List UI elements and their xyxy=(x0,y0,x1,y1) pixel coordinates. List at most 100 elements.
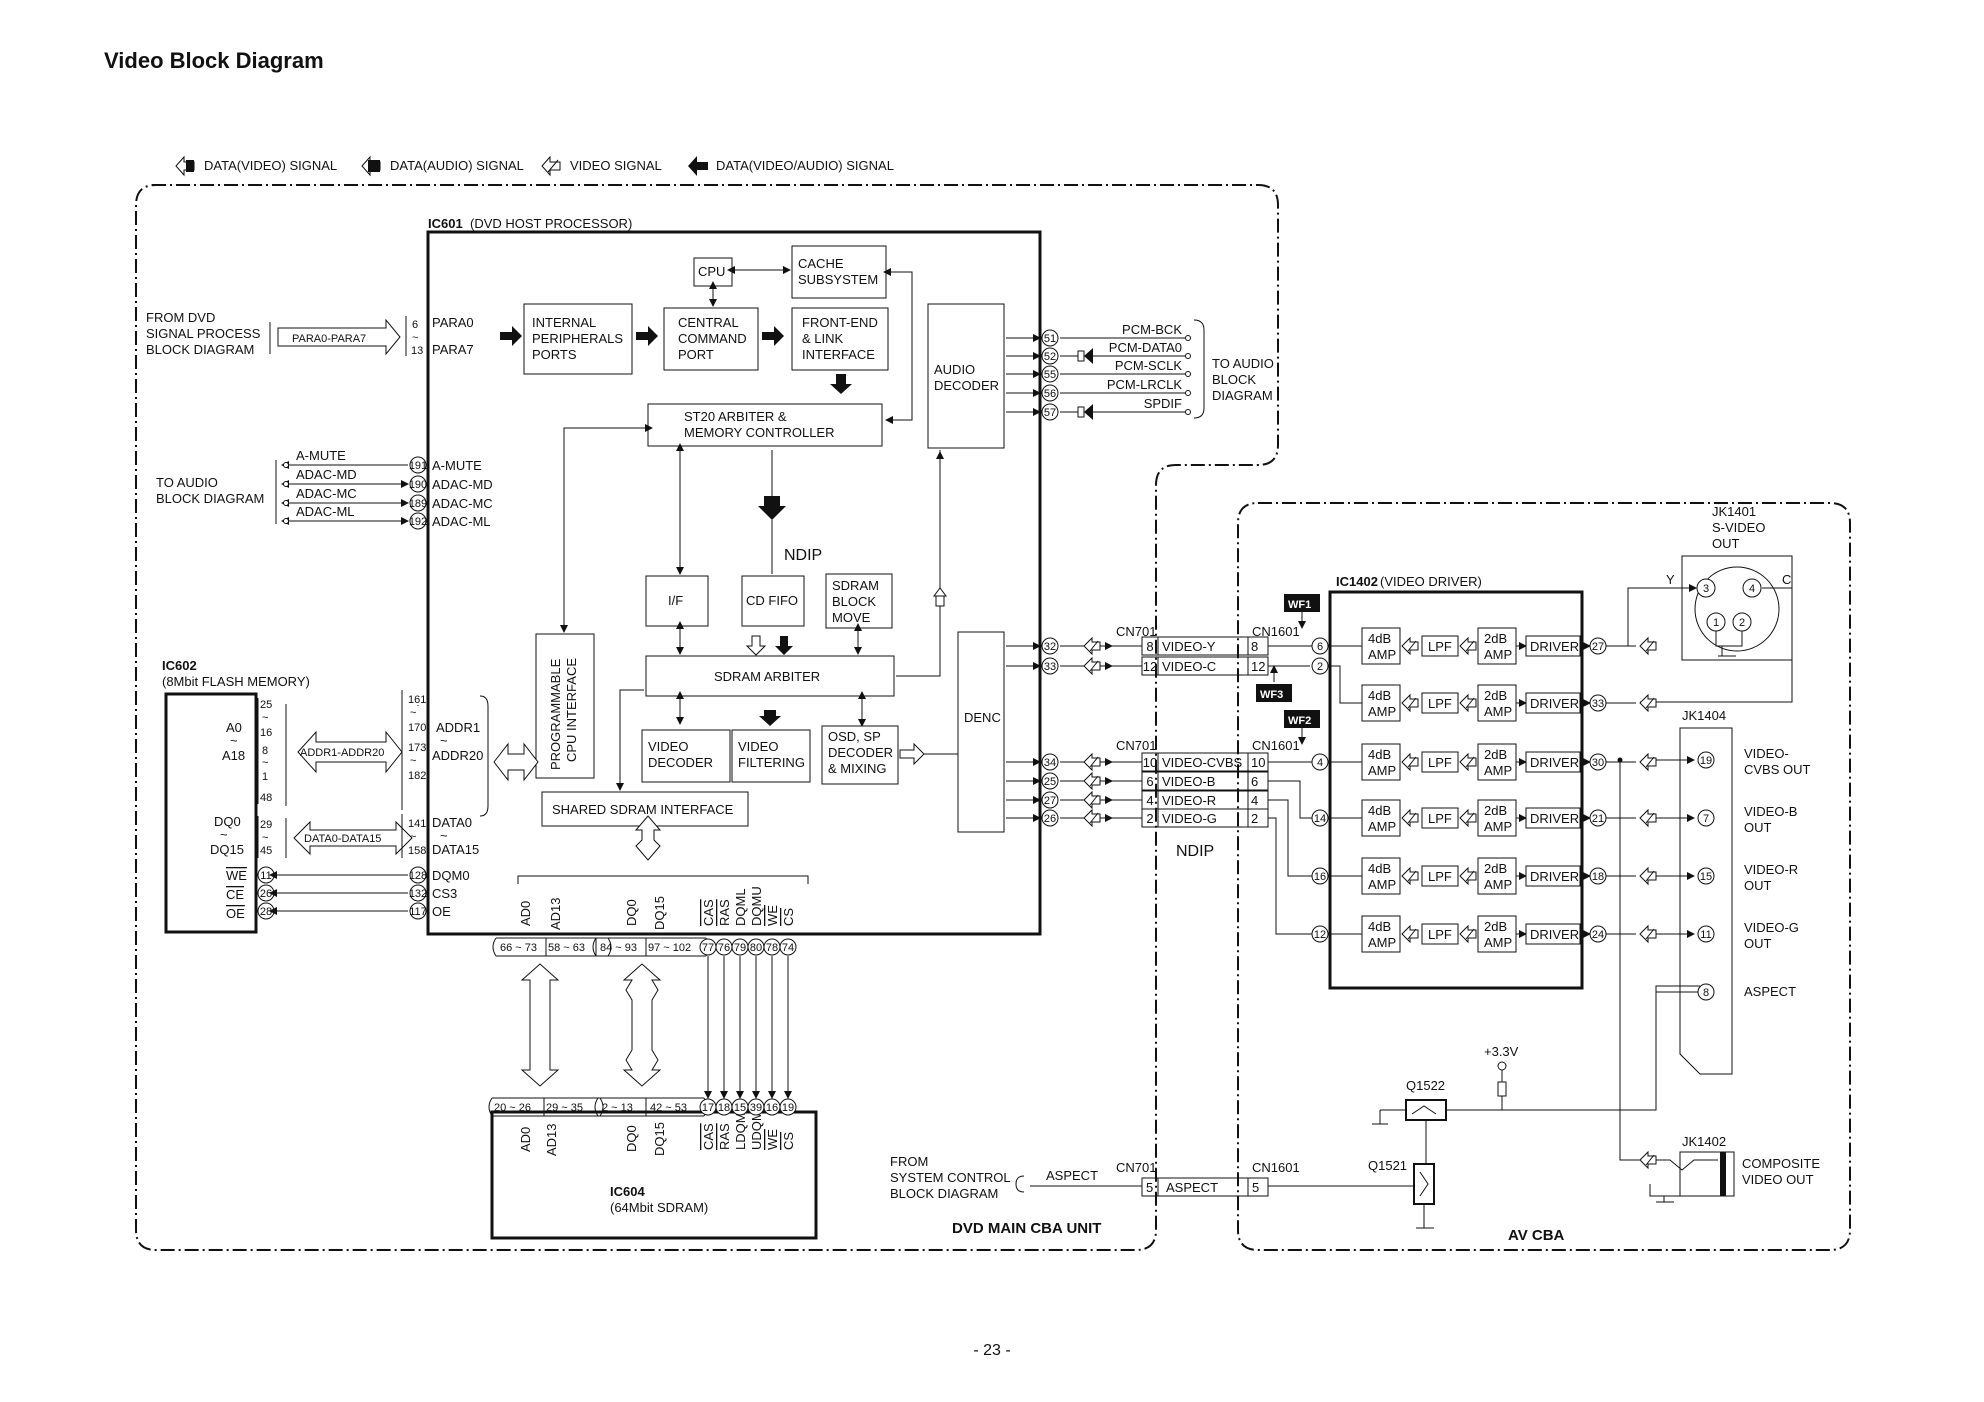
from-dvd-2: SIGNAL PROCESS xyxy=(146,326,261,341)
jk1404: JK1404 xyxy=(1679,708,1733,1075)
page-number: - 23 - xyxy=(973,1342,1011,1359)
ch-icon-a-0 xyxy=(1401,636,1419,656)
audio-ctrl-label-2: ADAC-MC xyxy=(296,486,357,501)
ic604-desc: (64Mbit SDRAM) xyxy=(610,1200,708,1215)
ic602-pin-25: 25 xyxy=(260,699,272,711)
ic601-addr-pin-173: 173 xyxy=(408,742,426,754)
ic602-pin-45: 45 xyxy=(260,845,272,857)
video-out-pin-33: 33 xyxy=(1044,661,1056,673)
sys-control-2: SYSTEM CONTROL xyxy=(890,1170,1011,1185)
ch-icon-b-2 xyxy=(1459,752,1477,772)
ic602-we: WE xyxy=(226,868,247,883)
legend-av-data-icon xyxy=(688,156,708,176)
wf-markers: WF1 WF3 WF2 xyxy=(1256,594,1320,745)
para-sig-bot: PARA7 xyxy=(432,342,474,357)
audio-out-pin-57-ring xyxy=(1041,403,1059,421)
ic601-bot-ad13: AD13 xyxy=(548,897,563,930)
audio-ctrl-term-3 xyxy=(283,518,289,524)
audio-output-group: TO AUDIO BLOCK DIAGRAM xyxy=(1193,319,1274,419)
amp2-1-1: 2dB xyxy=(1484,688,1507,703)
svg-text:~: ~ xyxy=(410,755,416,767)
amp2-1-2: 2dB xyxy=(1484,747,1507,762)
cn701-label-bot: CN701 xyxy=(1116,1160,1156,1175)
audio-ctrl-sig-0: A-MUTE xyxy=(432,458,482,473)
jk1402-name: JK1402 xyxy=(1682,1134,1726,1149)
amp4-1-0: 4dB xyxy=(1368,631,1391,646)
cvbs-junction xyxy=(1617,757,1623,763)
ic604-ctrl-pin-0: 17 xyxy=(702,1102,714,1114)
block-pci-1: PROGRAMMABLE xyxy=(548,658,563,770)
block-sdram-block-3: MOVE xyxy=(832,610,871,625)
para-sig-top: PARA0 xyxy=(432,315,474,330)
ic1402-name: IC1402 xyxy=(1336,574,1378,589)
amp4-box-4 xyxy=(1361,857,1401,895)
audio-ctrl-label-3: ADAC-ML xyxy=(296,504,355,519)
ch-icon-b-5 xyxy=(1459,924,1477,944)
lpf-5: LPF xyxy=(1428,927,1452,942)
block-central-3: PORT xyxy=(678,347,714,362)
ic601-bot-ras: RAS xyxy=(717,899,732,926)
ch-icon-a-3 xyxy=(1401,808,1419,828)
video-out-pin-32-ring xyxy=(1041,637,1059,655)
ch-icon-b-1-slash xyxy=(1465,697,1475,709)
video-out-pin-26: 26 xyxy=(1044,813,1056,825)
ch-out-icon-0-slash xyxy=(1645,640,1655,652)
jk1404-pin-7: 7 xyxy=(1703,813,1709,825)
amp2-1-3: 2dB xyxy=(1484,803,1507,818)
ic1402-out-pin-33: 33 xyxy=(1592,698,1604,710)
data-bus-label: DATA0-DATA15 xyxy=(304,833,381,845)
conn-sig-1: VIDEO-C xyxy=(1162,659,1216,674)
ch-icon-a-4-slash xyxy=(1407,870,1417,882)
amp4-2-2: AMP xyxy=(1368,763,1396,778)
ic601-data-pin-158: 158 xyxy=(408,845,426,857)
driver-0: DRIVER xyxy=(1530,639,1579,654)
audio-ctrl-group: TO AUDIO BLOCK DIAGRAM xyxy=(156,460,277,524)
block-video-filtering-1: VIDEO xyxy=(738,739,778,754)
composite-icon-slash xyxy=(1645,1154,1655,1166)
video-icon-a-2-slash xyxy=(1089,756,1099,768)
ic602-pin-8: 8 xyxy=(262,745,268,757)
ic601-bot-pin-97: 97 ~ 102 xyxy=(648,942,691,954)
audio-out-label-4: SPDIF xyxy=(1144,396,1182,411)
video-icon-a-1 xyxy=(1083,656,1101,676)
para-input-group: FROM DVD SIGNAL PROCESS BLOCK DIAGRAM PA… xyxy=(146,310,474,357)
ic1402-in-pin-16: 16 xyxy=(1314,871,1326,883)
amp4-box-0 xyxy=(1361,627,1401,665)
para-pin-bot: 13 xyxy=(411,345,423,357)
conn-b-2: 10 xyxy=(1251,755,1265,770)
jk1404-label-1-1: OUT xyxy=(1744,820,1772,835)
amp2-2-1: AMP xyxy=(1484,704,1512,719)
ch-icon-a-5-slash xyxy=(1407,928,1417,940)
ch-out-icon-2 xyxy=(1639,752,1657,772)
video-out-pin-34-ring xyxy=(1041,753,1059,771)
ic602-dq15: DQ15 xyxy=(210,842,244,857)
to-audio-right-2: BLOCK xyxy=(1212,372,1256,387)
ctrl-pin-128: 128 xyxy=(409,870,427,882)
jk1404-pin-19-ring xyxy=(1697,751,1715,769)
ic1402-in-pin-4: 4 xyxy=(1317,757,1323,769)
cvbs-branch xyxy=(1619,760,1640,1161)
ic601-bot-ctrl-pin-0: 77 xyxy=(702,942,714,954)
audio-out-label-3: PCM-LRCLK xyxy=(1107,377,1182,392)
amp2-box-3 xyxy=(1477,799,1517,837)
lpf-box-3 xyxy=(1421,807,1459,829)
video-out-pin-32: 32 xyxy=(1044,641,1056,653)
svg-text:~: ~ xyxy=(230,733,238,748)
audio-out-pin-51: 51 xyxy=(1044,333,1056,345)
video-icon-a-0-slash xyxy=(1089,640,1099,652)
to-audio-right-1: TO AUDIO xyxy=(1212,356,1274,371)
jk1404-pin-15: 15 xyxy=(1700,871,1712,883)
video-icon-a-1-slash xyxy=(1089,660,1099,672)
ch-out-icon-3 xyxy=(1639,808,1657,828)
ch-icon-b-2-slash xyxy=(1465,756,1475,768)
conn-sig-3: VIDEO-B xyxy=(1162,774,1215,789)
lpf-box-2 xyxy=(1421,751,1459,773)
conn-a-1: 12 xyxy=(1143,659,1157,674)
ch-out-icon-1-slash xyxy=(1645,697,1655,709)
conn-b-1: 12 xyxy=(1251,659,1265,674)
block-internal-1: INTERNAL xyxy=(532,315,596,330)
video-out-pin-25-ring xyxy=(1041,772,1059,790)
jk1404-pin-11-ring xyxy=(1697,925,1715,943)
driver-1: DRIVER xyxy=(1530,696,1579,711)
main-cba-outline xyxy=(135,184,1279,1251)
